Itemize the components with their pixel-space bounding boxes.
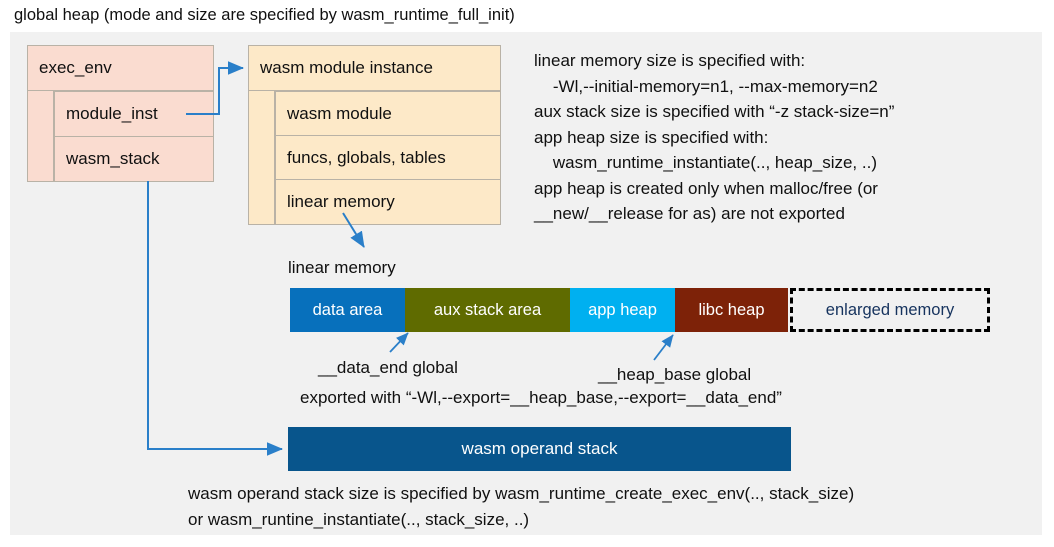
exec-env-box: exec_env module_inst wasm_stack xyxy=(27,45,214,182)
module-instance-field-funcs-globals-tables: funcs, globals, tables xyxy=(275,135,501,180)
module-instance-left-rail xyxy=(248,91,275,225)
exec-env-field-module-inst: module_inst xyxy=(54,91,214,137)
memory-segment-enlarged-memory: enlarged memory xyxy=(790,288,990,332)
module-instance-field-linear-memory: linear memory xyxy=(275,179,501,225)
page-title: global heap (mode and size are specified… xyxy=(14,6,515,24)
memory-segment-aux-stack-area: aux stack area xyxy=(405,288,570,332)
exec-env-left-rail xyxy=(27,91,54,182)
wasm-operand-stack-box: wasm operand stack xyxy=(288,427,791,471)
wasm-module-instance-box: wasm module instance wasm module funcs, … xyxy=(248,45,501,225)
annotation-heap-base: __heap_base global xyxy=(598,365,752,384)
module-instance-field-wasm-module: wasm module xyxy=(275,91,501,136)
memory-segment-app-heap: app heap xyxy=(570,288,675,332)
exec-env-field-wasm-stack: wasm_stack xyxy=(54,136,214,182)
linear-memory-bar-label: linear memory xyxy=(288,258,396,277)
annotation-exported-with: exported with “-Wl,--export=__heap_base,… xyxy=(300,388,782,407)
annotation-data-end: __data_end global xyxy=(318,358,458,377)
memory-segment-data-area: data area xyxy=(290,288,405,332)
linear-memory-notes: linear memory size is specified with: -W… xyxy=(534,51,895,223)
operand-stack-notes: wasm operand stack size is specified by … xyxy=(188,484,855,529)
memory-segment-libc-heap: libc heap xyxy=(675,288,788,332)
exec-env-header: exec_env xyxy=(27,45,214,91)
module-instance-header: wasm module instance xyxy=(248,45,501,91)
